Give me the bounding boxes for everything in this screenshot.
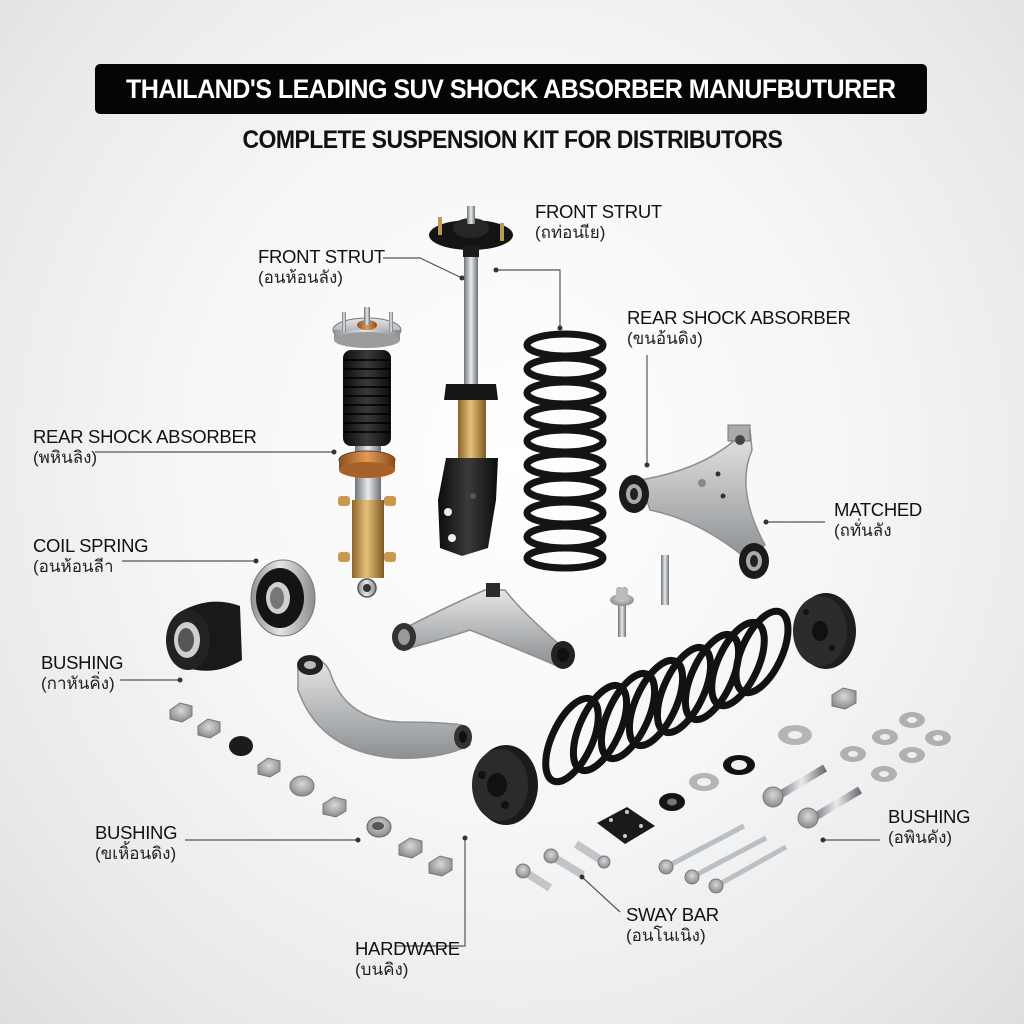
coilover-shock-absorber	[332, 307, 402, 598]
callout-bushing-right: BUSHING (อพินคัง)	[888, 806, 971, 848]
stud-bolts	[610, 555, 669, 637]
callout-label: REAR SHOCK ABSORBER	[33, 426, 257, 447]
callout-label: SWAY BAR	[626, 904, 719, 925]
callout-label: FRONT STRUT	[258, 246, 385, 267]
callout-thai-label: (กาหันคิ่ง)	[41, 673, 115, 693]
callout-thai-label: (อพินคัง)	[888, 827, 953, 847]
callout-front-strut-left: FRONT STRUT (อนห้อนลัง)	[258, 246, 385, 288]
callout-thai-label: (อนห้อนลีา	[33, 556, 114, 576]
page-subtitle: COMPLETE SUSPENSION KIT FOR DISTRIBUTORS	[0, 126, 1024, 155]
callout-matched: MATCHED (ถทั่นลัง	[834, 499, 922, 541]
callout-bushing-left: BUSHING (กาหันคิ่ง)	[41, 652, 124, 694]
callout-label: BUSHING	[41, 652, 124, 673]
callout-label: COIL SPRING	[33, 535, 149, 556]
front-strut	[429, 206, 513, 556]
callout-label: FRONT STRUT	[535, 201, 662, 222]
callout-thai-label: (อนโนเนิง)	[626, 925, 706, 945]
coil-spring-vertical	[523, 330, 607, 572]
callout-thai-label: (พหินลิง)	[33, 447, 98, 467]
callout-front-strut-right: FRONT STRUT (ถท่อนเีย)	[535, 201, 662, 243]
leader-dots	[177, 267, 826, 880]
callout-label: HARDWARE	[355, 938, 460, 959]
bolts	[515, 764, 863, 894]
page-title: THAILAND'S LEADING SUV SHOCK ABSORBER MA…	[126, 73, 896, 104]
callout-thai-label: (ขนอ้นดิง)	[627, 328, 703, 348]
callout-thai-label: (อนห้อนลัง)	[258, 267, 343, 287]
callout-thai-label: (ถทั่นลัง	[834, 520, 892, 540]
callout-thai-label: (ถท่อนเีย)	[535, 222, 606, 242]
callout-label: BUSHING	[888, 806, 971, 827]
callout-bushing-lower-left: BUSHING (ขเหิ้อนดิง)	[95, 822, 178, 864]
callout-rear-shock-left: REAR SHOCK ABSORBER (พหินลิง)	[33, 426, 257, 468]
subtitle-text: COMPLETE SUSPENSION KIT FOR DISTRIBUTORS	[242, 126, 782, 154]
bearing-bushing	[250, 559, 316, 637]
upper-control-arm	[392, 583, 575, 669]
spring-isolator-bottom	[472, 745, 538, 825]
washers	[659, 712, 951, 811]
coil-spring-horizontal	[542, 607, 792, 786]
callout-thai-label: (บนคิง)	[355, 959, 409, 979]
callout-label: MATCHED	[834, 499, 922, 520]
curved-control-arm	[297, 655, 472, 759]
callout-sway-bar: SWAY BAR (อนโนเนิง)	[626, 904, 719, 946]
rubber-bushing-large	[166, 601, 242, 671]
lower-control-arm	[619, 424, 769, 579]
callout-label: BUSHING	[95, 822, 178, 843]
callout-coil-spring: COIL SPRING (อนห้อนลีา	[33, 535, 149, 577]
mounting-plate	[597, 807, 655, 844]
callout-thai-label: (ขเหิ้อนดิง)	[95, 843, 177, 863]
spring-isolator-top	[793, 593, 856, 669]
title-banner: THAILAND'S LEADING SUV SHOCK ABSORBER MA…	[95, 64, 927, 114]
callout-hardware: HARDWARE (บนคิง)	[355, 938, 460, 980]
callout-rear-shock-right: REAR SHOCK ABSORBER (ขนอ้นดิง)	[627, 307, 851, 349]
leader-lines	[95, 257, 880, 947]
nuts-hardware	[169, 687, 857, 877]
callout-label: REAR SHOCK ABSORBER	[627, 307, 851, 328]
